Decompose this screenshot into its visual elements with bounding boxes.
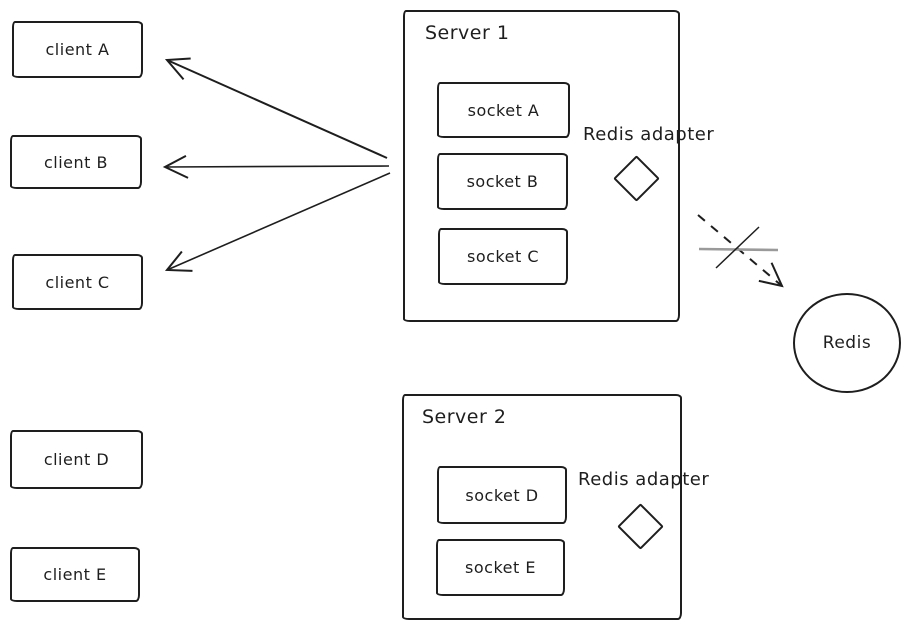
- server-2-title: Server 2: [422, 406, 507, 428]
- client-e-label: client E: [43, 565, 107, 584]
- server-1-title: Server 1: [425, 22, 510, 44]
- client-d-label: client D: [43, 450, 110, 469]
- socket-a-box: socket A: [437, 82, 570, 138]
- server-2-box: [402, 394, 682, 620]
- redis-label: Redis: [822, 333, 872, 353]
- socket-d-box: socket D: [437, 466, 567, 524]
- socket-c-box: socket C: [438, 228, 568, 285]
- server-2-redis-adapter-label: Redis adapter: [578, 469, 710, 490]
- client-c-box: client C: [12, 254, 143, 310]
- server-1-box: [403, 10, 680, 322]
- socket-b-label: socket B: [466, 172, 539, 191]
- arrow-server1-to-client-a: [164, 57, 388, 159]
- client-d-box: client D: [10, 430, 143, 489]
- redis-circle: Redis: [793, 293, 901, 393]
- client-b-box: client B: [10, 135, 142, 189]
- crossout-diagonal-stroke: [715, 226, 760, 269]
- socket-e-label: socket E: [465, 558, 536, 577]
- client-b-label: client B: [43, 152, 108, 172]
- crossout-horizontal-stroke: [698, 247, 779, 252]
- socket-d-label: socket D: [465, 485, 539, 505]
- socket-e-box: socket E: [436, 539, 565, 596]
- socket-c-label: socket C: [467, 247, 539, 266]
- client-e-box: client E: [10, 547, 140, 602]
- arrow-adapter-to-redis-dashed: [697, 214, 784, 288]
- server-1-redis-adapter-label: Redis adapter: [583, 124, 715, 145]
- socket-a-label: socket A: [467, 100, 540, 120]
- arrow-server1-to-client-c: [164, 172, 391, 272]
- client-a-label: client A: [45, 40, 110, 59]
- arrow-server1-to-client-b: [162, 155, 390, 179]
- client-a-box: client A: [12, 21, 143, 78]
- socket-b-box: socket B: [437, 153, 568, 210]
- client-c-label: client C: [45, 272, 110, 292]
